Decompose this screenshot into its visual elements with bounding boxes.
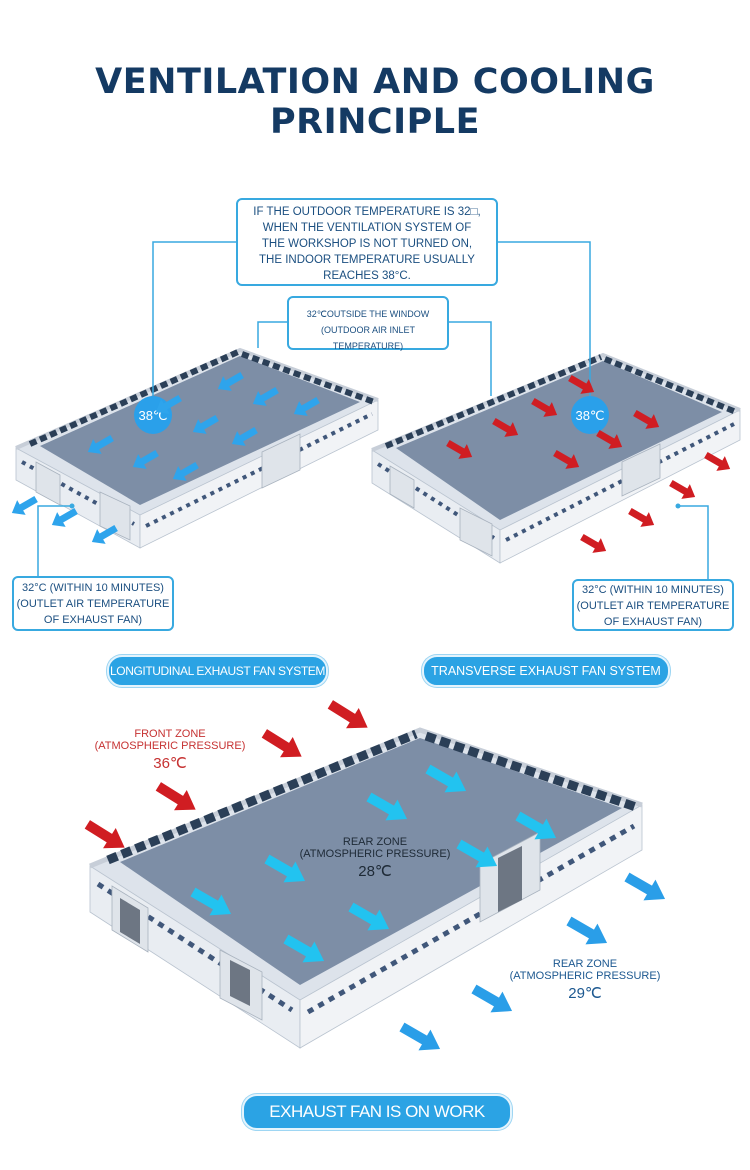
rear-zone-label-outer: REAR ZONE (ATMOSPHERIC PRESSURE) 29℃ bbox=[500, 958, 670, 1002]
callout-outlet-left: 32°C (WITHIN 10 MINUTES) (OUTLET AIR TEM… bbox=[12, 576, 174, 631]
temp-badge-right-text: 38℃ bbox=[575, 408, 604, 423]
callout-line: 32℃OUTSIDE THE WINDOW bbox=[306, 309, 430, 319]
zone-temp: 28℃ bbox=[358, 863, 392, 880]
callout-line: THE WORKSHOP IS NOT TURNED ON, bbox=[261, 238, 473, 250]
warehouse-zones bbox=[89, 727, 643, 1049]
callout-line: THE INDOOR TEMPERATURE USUALLY bbox=[259, 254, 475, 266]
airflow-arrow-hot bbox=[666, 475, 700, 505]
warehouse-transverse bbox=[371, 352, 741, 564]
callout-line: 32°C (WITHIN 10 MINUTES) bbox=[22, 582, 164, 594]
airflow-arrow-hot bbox=[257, 723, 309, 767]
airflow-arrow-hot bbox=[625, 503, 659, 533]
airflow-arrow-hot bbox=[323, 694, 375, 738]
callout-line: OF EXHAUST FAN) bbox=[603, 616, 703, 628]
callout-line: WHEN THE VENTILATION SYSTEM OF bbox=[262, 222, 472, 234]
callout-indoor-temperature: IF THE OUTDOOR TEMPERATURE IS 32□, WHEN … bbox=[236, 198, 498, 286]
callout-line: OF EXHAUST FAN) bbox=[43, 614, 143, 626]
temp-badge-right: 38℃ bbox=[571, 396, 609, 434]
label-transverse-system: TRANSVERSE EXHAUST FAN SYSTEM bbox=[422, 655, 670, 687]
callout-line: REACHES 38°C. bbox=[323, 270, 411, 282]
callout-line: (OUTLET AIR TEMPERATURE bbox=[576, 600, 730, 612]
callout-outlet-right: 32°C (WITHIN 10 MINUTES) (OUTLET AIR TEM… bbox=[572, 579, 734, 631]
airflow-arrow-cool bbox=[7, 491, 41, 521]
zone-pressure: (ATMOSPHERIC PRESSURE) bbox=[94, 740, 246, 752]
connector-dot bbox=[69, 503, 75, 509]
airflow-arrow-exhaust bbox=[620, 866, 672, 910]
page-title: VENTILATION AND COOLING PRINCIPLE bbox=[95, 62, 655, 142]
zone-name: FRONT ZONE bbox=[134, 728, 206, 740]
rear-zone-label-inner: REAR ZONE (ATMOSPHERIC PRESSURE) 28℃ bbox=[285, 836, 465, 880]
front-zone-label: FRONT ZONE (ATMOSPHERIC PRESSURE) 36℃ bbox=[85, 728, 255, 772]
zone-pressure: (ATMOSPHERIC PRESSURE) bbox=[299, 848, 451, 860]
callout-connectors bbox=[37, 241, 709, 579]
zone-pressure: (ATMOSPHERIC PRESSURE) bbox=[509, 970, 661, 982]
airflow-arrow-hot bbox=[151, 776, 203, 820]
callout-line: (OUTLET AIR TEMPERATURE bbox=[16, 598, 170, 610]
airflow-arrow-hot bbox=[577, 529, 611, 559]
temp-badge-left: 38℃ bbox=[134, 396, 172, 434]
connector-dot bbox=[675, 503, 681, 509]
zone-name: REAR ZONE bbox=[342, 836, 408, 848]
footer-exhaust-label: EXHAUST FAN IS ON WORK bbox=[242, 1094, 512, 1130]
callout-outside-window: 32℃OUTSIDE THE WINDOW (OUTDOOR AIR INLET… bbox=[287, 296, 449, 351]
zone-name: REAR ZONE bbox=[552, 958, 618, 970]
callout-line: (OUTDOOR AIR INLET TEMPERATURE) bbox=[320, 325, 415, 351]
airflow-arrow-exhaust bbox=[395, 1016, 447, 1060]
callout-line: 32°C (WITHIN 10 MINUTES) bbox=[582, 584, 724, 596]
label-longitudinal-system: LONGITUDINAL EXHAUST FAN SYSTEM bbox=[107, 655, 328, 687]
zone-temp: 29℃ bbox=[568, 985, 602, 1002]
zone-temp: 36℃ bbox=[153, 755, 187, 772]
callout-line: IF THE OUTDOOR TEMPERATURE IS 32□, bbox=[253, 206, 481, 218]
airflow-arrow-exhaust bbox=[562, 910, 614, 954]
